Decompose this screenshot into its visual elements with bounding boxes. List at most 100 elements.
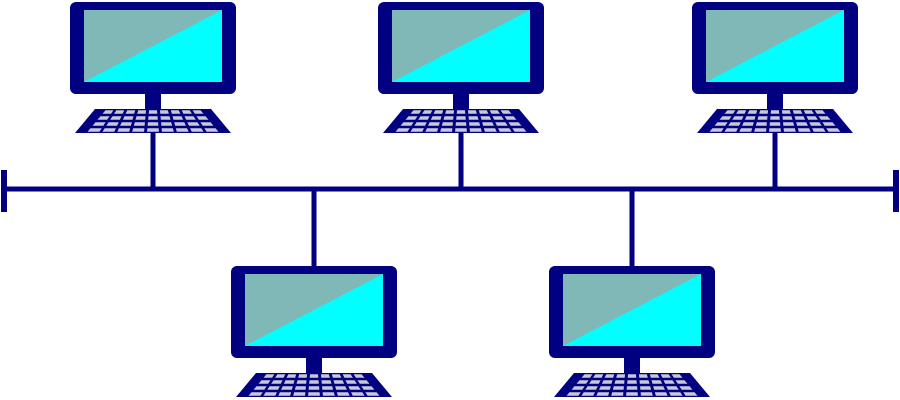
keyboard xyxy=(383,109,539,133)
keyboard-key xyxy=(495,122,508,126)
keyboard-key xyxy=(478,110,489,114)
keyboard-key xyxy=(566,392,581,396)
keyboard-key xyxy=(133,122,145,126)
keyboard xyxy=(697,109,853,133)
keyboard-key xyxy=(455,122,467,126)
keyboard-key xyxy=(666,386,679,390)
keyboard-key xyxy=(308,392,320,396)
keyboard xyxy=(75,109,231,133)
keyboard-key xyxy=(669,392,683,396)
keyboard-key xyxy=(263,392,277,396)
keyboard-key xyxy=(333,380,345,384)
keyboard-key xyxy=(755,122,767,126)
keyboard-key xyxy=(445,110,455,114)
keyboard-key xyxy=(125,110,136,114)
keyboard-key xyxy=(814,110,826,114)
keyboard-key xyxy=(331,374,342,378)
keyboard-key xyxy=(724,128,738,132)
keyboard-key xyxy=(187,122,200,126)
keyboard-key xyxy=(122,116,134,120)
keyboard-key xyxy=(345,380,357,384)
keyboard-key xyxy=(754,128,767,132)
keyboard-key xyxy=(571,386,585,390)
keyboard-key xyxy=(117,128,131,132)
keyboard-key xyxy=(336,392,350,396)
keyboard-key xyxy=(106,122,119,126)
keyboard-key xyxy=(440,128,453,132)
keyboard-key xyxy=(651,380,663,384)
monitor-stand xyxy=(624,358,640,373)
keyboard-key xyxy=(294,386,306,390)
keyboard-key xyxy=(654,392,668,396)
keyboard-key xyxy=(102,110,114,114)
keyboard-key xyxy=(174,122,186,126)
keyboard-key xyxy=(742,122,754,126)
keyboard-key xyxy=(204,128,219,132)
keyboard-key xyxy=(714,122,728,126)
keyboard-key xyxy=(92,122,106,126)
keyboard-key xyxy=(747,110,758,114)
keyboard-key xyxy=(351,392,365,396)
screen-shade xyxy=(245,274,383,346)
keyboard-key xyxy=(480,116,492,120)
keyboard-key xyxy=(428,122,440,126)
computers xyxy=(70,2,858,397)
keyboard-key xyxy=(425,128,439,132)
keyboard-key xyxy=(283,380,295,384)
computer-3 xyxy=(692,2,858,133)
computer-1 xyxy=(70,2,236,133)
keyboard-key xyxy=(596,392,610,396)
keyboard-key xyxy=(190,128,204,132)
keyboard-key xyxy=(275,374,286,378)
keyboard-key xyxy=(508,122,522,126)
keyboard-key xyxy=(601,380,613,384)
keyboard-key xyxy=(498,128,512,132)
keyboard-key xyxy=(783,128,796,132)
keyboard-key xyxy=(581,374,593,378)
keyboard-key xyxy=(806,116,818,120)
keyboard-key xyxy=(321,380,332,384)
keyboard-key xyxy=(159,110,169,114)
keyboard-key xyxy=(410,110,422,114)
keyboard-key xyxy=(441,122,453,126)
keyboard-key xyxy=(604,374,615,378)
keyboard xyxy=(554,373,710,397)
keyboard-key xyxy=(728,122,741,126)
keyboard-key xyxy=(781,110,791,114)
keyboard-key xyxy=(443,116,454,120)
keyboard-key xyxy=(161,128,174,132)
keyboard-key xyxy=(500,110,512,114)
keyboard-key xyxy=(102,128,116,132)
keyboard-key xyxy=(660,374,671,378)
keyboard-key xyxy=(675,380,688,384)
keyboard-key xyxy=(803,110,814,114)
keyboard-key xyxy=(414,122,427,126)
keyboard-key xyxy=(826,128,841,132)
screen-shade xyxy=(563,274,701,346)
keyboard-key xyxy=(639,380,650,384)
keyboard-key xyxy=(160,116,171,120)
keyboard-key xyxy=(759,110,769,114)
keyboard-key xyxy=(489,110,500,114)
keyboard-key xyxy=(732,116,744,120)
keyboard-key xyxy=(320,374,330,378)
keyboard-key xyxy=(296,380,307,384)
keyboard-key xyxy=(308,386,320,390)
keyboard-key xyxy=(135,116,146,120)
keyboard-key xyxy=(120,122,132,126)
keyboard-key xyxy=(248,392,263,396)
computer-4 xyxy=(231,266,397,397)
keyboard-key xyxy=(400,122,414,126)
keyboard-key xyxy=(405,116,418,120)
keyboard-key xyxy=(585,386,598,390)
keyboard-key xyxy=(671,374,683,378)
keyboard-key xyxy=(736,110,747,114)
network-cables xyxy=(1,133,899,266)
keyboard-key xyxy=(418,116,430,120)
keyboard-key xyxy=(87,128,102,132)
monitor-stand xyxy=(453,94,469,109)
keyboard-key xyxy=(410,128,424,132)
keyboard-key xyxy=(626,386,638,390)
computer-2 xyxy=(378,2,544,133)
keyboard-key xyxy=(469,128,482,132)
